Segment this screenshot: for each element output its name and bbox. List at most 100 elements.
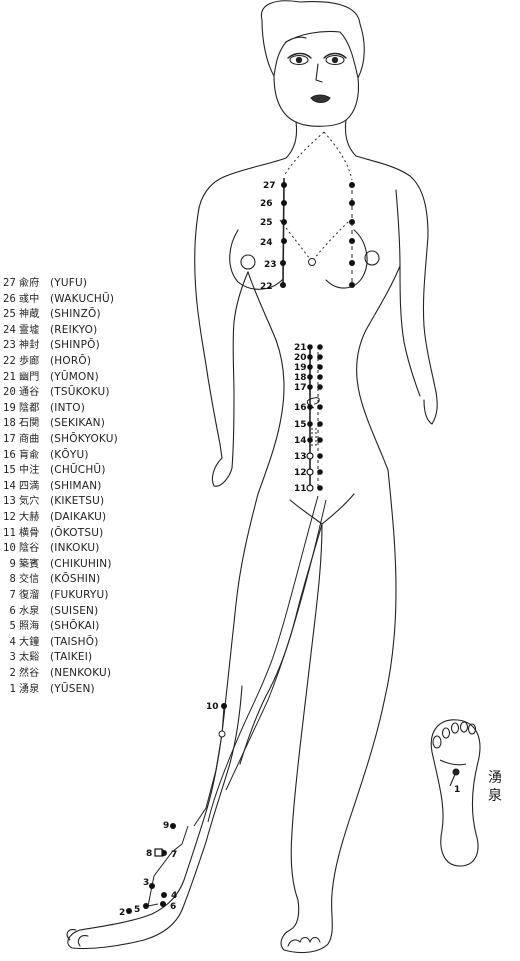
legend-japanese-name: 築賓 (19, 555, 50, 570)
legend-number: 18 (0, 417, 16, 429)
legend-number: 26 (0, 293, 16, 305)
legend-romanized-name: (KŌSHIN) (50, 573, 100, 585)
legend-japanese-name: 太谿 (19, 648, 50, 663)
legend-japanese-name: 陰都 (19, 399, 50, 414)
legend-romanized-name: (TAIKEI) (50, 651, 92, 663)
point-2 (126, 908, 132, 914)
point-25 (281, 219, 287, 225)
point-3 (149, 883, 155, 889)
label-16: 16 (294, 403, 307, 413)
legend-item-15: 15中注(CHŪCHŪ) (0, 461, 106, 476)
legend-japanese-name: 湧泉 (19, 680, 50, 695)
legend-number: 7 (0, 589, 16, 601)
point-19 (307, 364, 313, 370)
point-12 (307, 469, 313, 475)
legend-item-16: 16肓兪(KŌYU) (0, 446, 89, 461)
legend-romanized-name: (KŌYU) (50, 449, 89, 461)
legend-number: 9 (0, 558, 16, 570)
label-12: 12 (294, 468, 307, 478)
point-9 (170, 823, 176, 829)
legend-romanized-name: (WAKUCHŪ) (50, 293, 114, 305)
legend-number: 8 (0, 573, 16, 585)
legend-number: 11 (0, 527, 16, 539)
legend-number: 19 (0, 402, 16, 414)
point-13 (307, 453, 313, 459)
point-11 (307, 485, 313, 491)
legend-number: 13 (0, 495, 16, 507)
label-18: 18 (294, 373, 307, 383)
legend-japanese-name: 石関 (19, 414, 50, 429)
legend-romanized-name: (SHINZŌ) (50, 308, 101, 320)
legend-romanized-name: (SEKIKAN) (50, 417, 105, 429)
legend-japanese-name: 交信 (19, 570, 50, 585)
legend-item-17: 17商曲(SHŌKYOKU) (0, 430, 118, 445)
label-25: 25 (260, 218, 273, 228)
legend-item-27: 27兪府(YUFU) (0, 274, 87, 289)
label-14: 14 (294, 436, 307, 446)
point-24 (281, 238, 287, 244)
legend-japanese-name: 神蔵 (19, 305, 50, 320)
point-20 (307, 354, 313, 360)
legend-japanese-name: 気穴 (19, 492, 50, 507)
legend-japanese-name: 四満 (19, 477, 50, 492)
legend-item-24: 24霊墟(REIKYO) (0, 321, 97, 336)
point-15 (307, 421, 313, 427)
label-4: 4 (171, 891, 177, 901)
legend-number: 6 (0, 605, 16, 617)
legend-number: 23 (0, 339, 16, 351)
legend-romanized-name: (SHIMAN) (50, 480, 102, 492)
legend-japanese-name: 商曲 (19, 430, 50, 445)
label-10: 10 (206, 702, 219, 712)
label-24: 24 (260, 238, 273, 248)
point-18 (307, 374, 313, 380)
legend-romanized-name: (KIKETSU) (50, 495, 104, 507)
legend-romanized-name: (DAIKAKU) (50, 511, 106, 523)
legend-japanese-name: 彧中 (19, 290, 50, 305)
label-15: 15 (294, 420, 307, 430)
label-11: 11 (294, 484, 307, 494)
point-6 (160, 901, 166, 907)
point-label-1-inset: 1 (454, 785, 460, 795)
label-2: 2 (119, 908, 125, 918)
legend-number: 3 (0, 651, 16, 663)
point-23 (280, 260, 286, 266)
legend-japanese-name: 大鐘 (19, 633, 50, 648)
body-outline (67, 1, 437, 953)
point-10 (221, 703, 227, 709)
legend-number: 2 (0, 667, 16, 679)
legend-number: 12 (0, 511, 16, 523)
meridian-lines (148, 132, 352, 906)
legend-japanese-name: 通谷 (19, 383, 50, 398)
point-8 (155, 849, 162, 856)
legend-number: 10 (0, 542, 16, 554)
legend-romanized-name: (NENKOKU) (50, 667, 111, 679)
legend-romanized-name: (ŌKOTSU) (50, 527, 103, 539)
label-22: 22 (260, 282, 273, 292)
legend-romanized-name: (SUISEN) (50, 605, 98, 617)
legend-japanese-name: 中注 (19, 461, 50, 476)
legend-number: 27 (0, 277, 16, 289)
label-21: 21 (294, 343, 307, 353)
legend-romanized-name: (YŪMON) (50, 371, 99, 383)
legend-number: 16 (0, 449, 16, 461)
point-4 (161, 892, 167, 898)
legend-romanized-name: (SHINPŌ) (50, 339, 100, 351)
point-21 (307, 344, 313, 350)
legend-romanized-name: (FUKURYU) (50, 589, 109, 601)
label-5: 5 (134, 905, 140, 915)
legend-japanese-name: 神封 (19, 336, 50, 351)
label-23: 23 (264, 260, 277, 270)
legend-number: 15 (0, 464, 16, 476)
